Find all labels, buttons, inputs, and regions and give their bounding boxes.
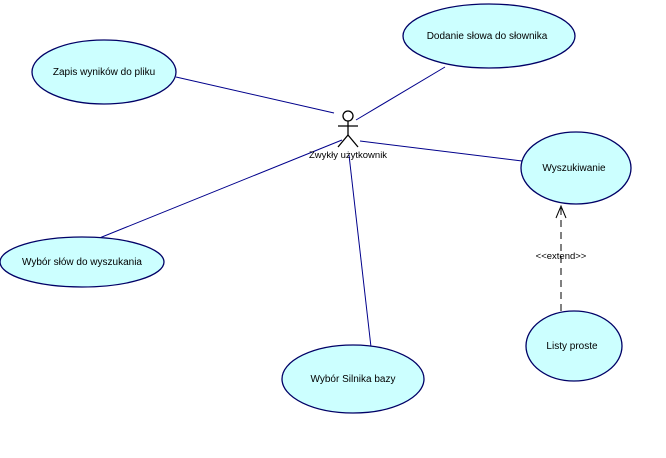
- use-case-select-words[interactable]: Wybór słów do wyszukania: [0, 236, 165, 288]
- association-select-words: [91, 139, 343, 242]
- actor-left-leg: [337, 134, 349, 148]
- use-case-save-results-ellipse[interactable]: [31, 39, 177, 105]
- use-case-save-results[interactable]: Zapis wyników do pliku: [31, 39, 177, 105]
- use-case-select-words-ellipse[interactable]: [0, 236, 165, 288]
- association-save-results: [175, 76, 335, 114]
- use-case-select-engine-ellipse[interactable]: [281, 344, 425, 414]
- extend-arrowhead: [555, 204, 567, 219]
- use-case-simple-lists[interactable]: Listy proste: [525, 310, 623, 382]
- actor-right-leg: [347, 134, 359, 148]
- extend-stereotype-label: <<extend>>: [536, 251, 587, 262]
- use-case-add-word-label: Dodanie słowa do słownika: [427, 31, 548, 42]
- association-select-engine: [348, 154, 372, 348]
- use-case-select-engine[interactable]: Wybór Silnika bazy: [281, 344, 425, 414]
- association-search: [359, 140, 523, 162]
- use-case-search[interactable]: Wyszukiwanie: [520, 131, 632, 205]
- actor-name-label: Zwykły użytkownik: [309, 150, 387, 161]
- use-case-save-results-label: Zapis wyników do pliku: [53, 67, 155, 78]
- use-case-search-ellipse[interactable]: [520, 131, 632, 205]
- use-case-select-words-label: Wybór słów do wyszukania: [22, 257, 142, 268]
- actor-regular-user[interactable]: Zwykły użytkownik: [309, 110, 387, 161]
- use-case-simple-lists-label: Listy proste: [546, 341, 598, 352]
- use-case-add-word-ellipse[interactable]: [402, 3, 576, 69]
- use-case-search-label: Wyszukiwanie: [542, 163, 606, 174]
- association-add-word: [355, 66, 446, 121]
- actor-head-icon: [342, 110, 354, 122]
- use-case-simple-lists-ellipse[interactable]: [525, 310, 623, 382]
- use-case-select-engine-label: Wybór Silnika bazy: [311, 374, 396, 385]
- use-case-add-word[interactable]: Dodanie słowa do słownika: [402, 3, 576, 69]
